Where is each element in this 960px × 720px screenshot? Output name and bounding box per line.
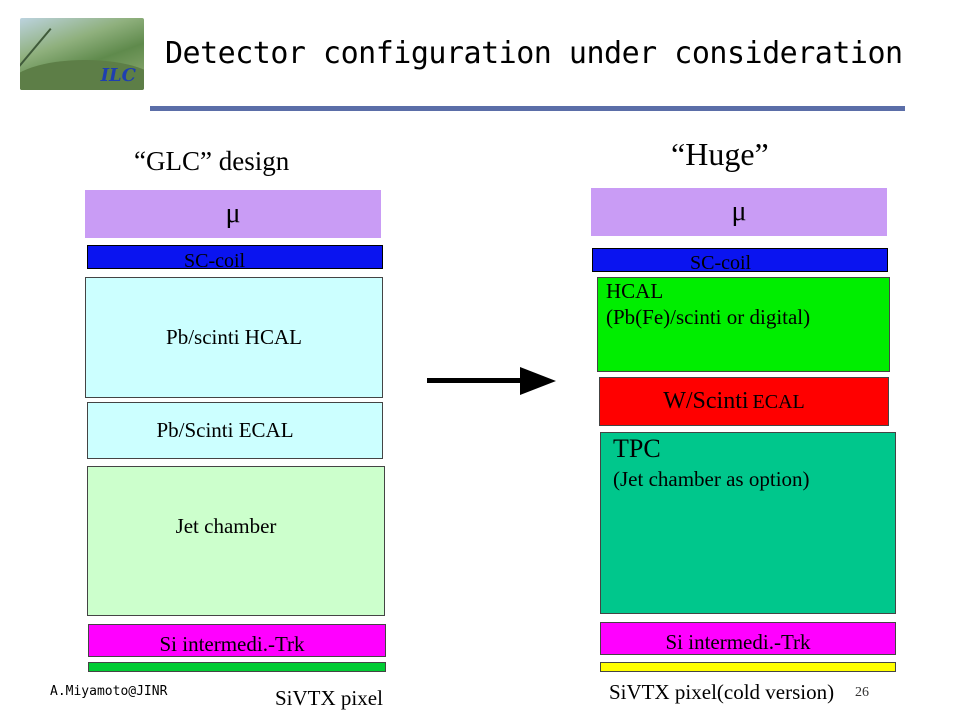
logo-hill-shape bbox=[20, 60, 144, 90]
right-intermediate-box: Si intermedi.-Trk bbox=[600, 622, 896, 655]
right-tpc-box: TPC (Jet chamber as option) bbox=[600, 432, 896, 614]
right-coil-box bbox=[592, 248, 888, 272]
left-tracker-box: Jet chamber bbox=[87, 466, 385, 616]
logo-text: ILC bbox=[100, 65, 136, 86]
left-ecal-box: Pb/Scinti ECAL bbox=[87, 402, 383, 459]
left-coil-box bbox=[87, 245, 383, 269]
left-intermediate-label: Si intermedi.-Trk bbox=[159, 632, 305, 656]
left-heading: “GLC” design bbox=[134, 146, 290, 176]
left-vertex-label: SiVTX pixel bbox=[275, 686, 383, 710]
page-number: 26 bbox=[855, 685, 869, 700]
right-hcal-label-line2: (Pb(Fe)/scinti or digital) bbox=[606, 305, 811, 330]
left-intermediate-box: Si intermedi.-Trk bbox=[88, 624, 386, 657]
right-heading: “Huge” bbox=[671, 136, 769, 172]
left-hcal-label: Pb/scinti HCAL bbox=[166, 325, 302, 349]
right-hcal-label-line1: HCAL bbox=[606, 279, 664, 303]
arrow-right-icon bbox=[520, 367, 556, 395]
right-ecal-label-suffix: ECAL bbox=[752, 391, 805, 413]
left-tracker-label: Jet chamber bbox=[175, 513, 277, 538]
left-muon-label: μ bbox=[225, 198, 241, 229]
left-coil-label: SC-coil bbox=[184, 250, 246, 272]
arrow-shaft bbox=[427, 378, 527, 383]
right-coil-label: SC-coil bbox=[690, 252, 752, 274]
right-tpc-label-line2: (Jet chamber as option) bbox=[613, 466, 810, 491]
right-hcal-box: HCAL (Pb(Fe)/scinti or digital) bbox=[597, 277, 890, 372]
right-ecal-box: W/Scinti ECAL bbox=[599, 377, 889, 426]
right-vertex-box bbox=[600, 662, 896, 672]
left-ecal-label: Pb/Scinti ECAL bbox=[156, 418, 294, 442]
right-intermediate-label: Si intermedi.-Trk bbox=[665, 630, 811, 654]
left-muon-box: μ bbox=[85, 190, 381, 238]
footer-author: A.Miyamoto@JINR bbox=[50, 684, 168, 699]
right-vertex-label: SiVTX pixel(cold version) bbox=[609, 680, 835, 704]
right-tpc-label-line1: TPC bbox=[613, 434, 661, 463]
title-rule bbox=[150, 106, 905, 111]
right-ecal-label-main: W/Scinti bbox=[663, 388, 749, 414]
right-muon-box: μ bbox=[591, 188, 887, 236]
right-muon-label: μ bbox=[731, 196, 747, 227]
slide-title: Detector configuration under considerati… bbox=[165, 36, 903, 71]
left-hcal-box: Pb/scinti HCAL bbox=[85, 277, 383, 398]
ilc-logo: ILC bbox=[20, 18, 144, 90]
left-vertex-box bbox=[88, 662, 386, 672]
